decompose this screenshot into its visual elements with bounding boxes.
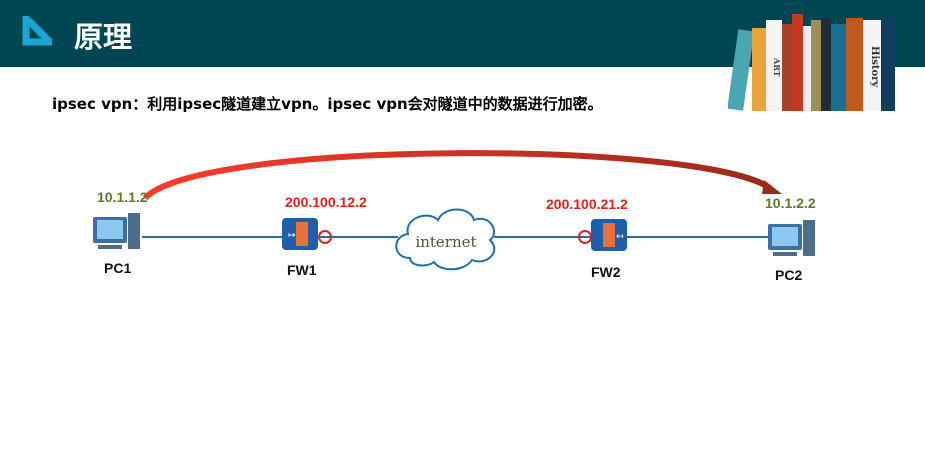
fw1-firewall-icon: ↦ xyxy=(282,218,318,250)
ipsec-tunnel-arrow xyxy=(142,150,772,201)
fw1-label: FW1 xyxy=(287,262,317,278)
fw1-interface-marker xyxy=(318,230,332,244)
fw2-ip: 200.100.21.2 xyxy=(546,196,628,212)
pc2-ip: 10.1.2.2 xyxy=(765,195,816,211)
description-text: ipsec vpn：利用ipsec隧道建立vpn。ipsec vpn会对隧道中的… xyxy=(52,95,603,113)
slide-title: 原理 xyxy=(74,20,133,54)
pc1-label: PC1 xyxy=(104,260,132,276)
pc2-icon xyxy=(768,220,815,256)
svg-text:↦: ↦ xyxy=(288,230,296,240)
internet-label: internet xyxy=(415,233,476,251)
pc1-ip: 10.1.1.2 xyxy=(97,189,148,205)
tunnel-arrowhead-icon xyxy=(762,180,782,194)
svg-text:↤: ↤ xyxy=(616,231,624,241)
fw1-ip: 200.100.12.2 xyxy=(285,194,367,210)
book-label-art: ART xyxy=(772,57,782,77)
fw2-firewall-icon: ↤ xyxy=(591,219,627,251)
pc1-icon xyxy=(93,213,140,249)
book-label-history: History xyxy=(869,46,880,88)
pc2-label: PC2 xyxy=(775,267,803,283)
fw2-interface-marker xyxy=(578,230,592,244)
arrow-down-right-icon xyxy=(22,16,53,46)
internet-cloud-icon xyxy=(395,208,496,271)
books-decoration-icon: ART History xyxy=(728,14,895,111)
fw2-label: FW2 xyxy=(591,264,621,280)
